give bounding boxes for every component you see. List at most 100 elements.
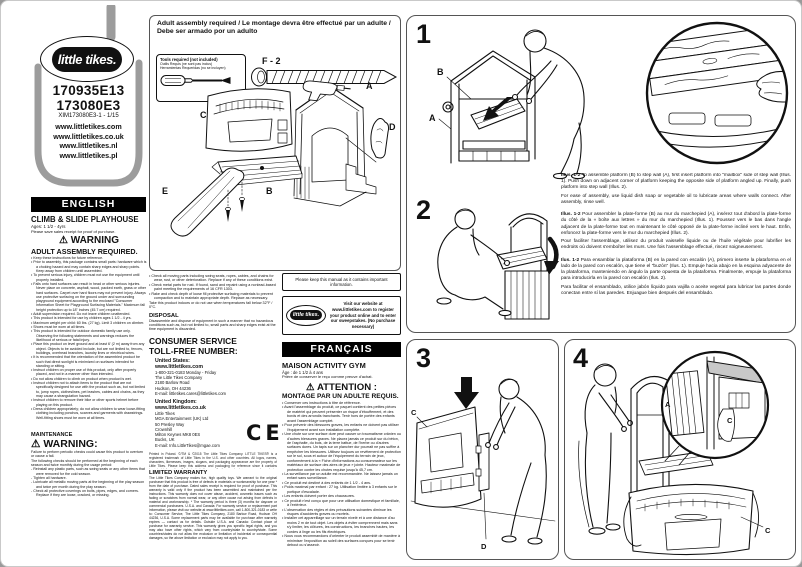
- logo-text: little tikes.: [51, 46, 123, 72]
- warning-icon: ⚠: [31, 438, 41, 450]
- indoors-note: Take this product indoors or do not use …: [149, 300, 273, 310]
- doc-code: XIM173080E3-1 - 1/15: [58, 113, 119, 119]
- safety-bullet: It is recommended that the orientation o…: [31, 355, 147, 368]
- label-c: C: [200, 110, 207, 120]
- safety-bullet: Dress children appropriately; do not all…: [31, 407, 147, 420]
- maintenance-bullet: Reinstall any plastic parts, such as swi…: [31, 467, 147, 476]
- part-d-rock: [370, 118, 390, 159]
- instruction-es-body: Para ensamblar la plataforma (B) en la p…: [561, 257, 791, 282]
- instruction-en-body: To assemble platform (B) to step wall (A…: [561, 173, 791, 191]
- uk-address-line: Bucks, UK: [155, 437, 175, 443]
- hardware-label: F - 2: [262, 56, 281, 66]
- uk-site: www.littletikes.co.uk: [155, 405, 206, 412]
- care-bullet: Check metal parts for rust. If found, sa…: [149, 283, 277, 292]
- adult-assembly-en: ADULT ASSEMBLY REQUIRED.: [31, 247, 138, 256]
- part-e-slide: [170, 167, 245, 237]
- label-a: A: [366, 81, 373, 91]
- french-bullet: La surveillance par un adulte est recomm…: [282, 472, 401, 481]
- warranty-title: LIMITED WARRANTY: [149, 469, 208, 476]
- notices-francais-column: Please keep this manual as it contains i…: [282, 273, 401, 555]
- label-c: C: [765, 526, 771, 535]
- website-promo-box: little tikes. Visit our website at www.l…: [282, 296, 401, 335]
- illus-lead-en: Illus. 1-2: [561, 173, 581, 178]
- label-c: C: [727, 416, 733, 425]
- ce-mark: CE: [246, 421, 284, 445]
- warning-word: WARNING: [70, 235, 120, 246]
- attention-heading-fr: ⚠ ATTENTION :: [282, 382, 401, 393]
- maintenance-bullet-list: Reinstall any plastic parts, such as swi…: [31, 467, 147, 497]
- uk-address-line: Little Tikes: [155, 411, 175, 417]
- warning-icon: ⚠: [58, 235, 68, 246]
- french-bullet: Pour prévenir des blessures graves, les …: [282, 423, 401, 432]
- care-bullet: Check all moving parts including swing s…: [149, 274, 277, 283]
- label-a: A: [665, 400, 671, 409]
- screwdriver-icon: [160, 75, 231, 86]
- screw-icon: [251, 67, 398, 87]
- label-c: C: [411, 408, 417, 417]
- maintenance-bullet: Lubricate all metallic moving parts at t…: [31, 480, 147, 489]
- product-title-fr: MAISON ACTIVITY GYM: [282, 360, 366, 370]
- model-number-2: 173080E3: [56, 98, 121, 113]
- safety-bullet: This product is intended for use by chil…: [31, 316, 147, 320]
- safety-bullet: Falls onto hard surfaces can result in h…: [31, 282, 147, 312]
- website-line: www.littletikes.pl: [59, 150, 118, 160]
- instruction-es-p1: Ilus. 1-2 Para ensamblar la plataforma (…: [561, 258, 791, 283]
- english-header: ENGLISH: [31, 197, 146, 212]
- safety-bullet: Maximum weight per child: 60 lbs. (27 kg…: [31, 321, 147, 325]
- instruction-es-p2: Para facilitar el ensamblado, utilice ja…: [561, 284, 791, 296]
- french-bullet: L'observation des règles et des précauti…: [282, 508, 401, 517]
- warning-heading-en: ⚠ WARNING: [31, 235, 147, 246]
- safety-bullet: Place this product on level ground and a…: [31, 342, 147, 355]
- tools-line-2: Outils Requis (ne sont pas inclus): [160, 62, 213, 66]
- french-bullet: Ce produit est destiné à des enfants de …: [282, 481, 401, 485]
- drill-icon: [302, 80, 351, 102]
- step-2-illustration: [436, 208, 559, 320]
- website-line: www.littletikes.nl: [59, 141, 118, 150]
- step-1-illustration: B A: [429, 29, 586, 180]
- maintenance-title: MAINTENANCE: [31, 432, 73, 438]
- safety-bullet: Shoes must be worn at all times.: [31, 325, 147, 329]
- logo-ring: little tikes.: [40, 36, 134, 82]
- consumer-service-title: CONSUMER SERVICE: [149, 335, 237, 346]
- safety-bullet: Do not allow children to climb on produc…: [31, 377, 147, 381]
- french-bullet: Avant l'assemblage du produit, ce paquet…: [282, 405, 401, 423]
- safety-bullet: Keep these instructions for future refer…: [31, 256, 147, 260]
- us-address-line: 2180 Barlow Road: [155, 380, 190, 386]
- instruction-en-p1: Illus. 1-2 To assemble platform (B) to s…: [561, 173, 791, 192]
- step-1-number: 1: [416, 19, 432, 49]
- product-title-en: CLIMB & SLIDE PLAYHOUSE: [31, 215, 139, 224]
- us-site: www.littletikes.com: [155, 363, 203, 370]
- warning-icon: ⚠: [306, 382, 315, 394]
- website-line: www.littletikes.co.uk: [53, 131, 124, 141]
- uk-address-line: MGA Entertainment (UK) Ltd: [155, 416, 209, 422]
- step-4-number: 4: [573, 343, 589, 373]
- safety-bullet-list: Keep these instructions for future refer…: [31, 256, 147, 430]
- maintenance-bullet: Tighten all hardware.: [31, 476, 147, 480]
- tools-required-box: Tools required (not included) Outils Req…: [156, 54, 246, 102]
- tools-line-3: Herramientas Requeridas (no se incluyen): [160, 66, 226, 70]
- maintenance-bullet: Check all protective coverings on bolts,…: [31, 489, 147, 498]
- label-d: D: [481, 542, 487, 551]
- model-number-1: 170935E13: [52, 83, 125, 98]
- step-3-number: 3: [416, 343, 432, 373]
- safety-bullet: To prevent serious injury, children must…: [31, 273, 147, 282]
- keep-manual-box: Please keep this manual as it contains i…: [282, 273, 401, 291]
- maintenance-section: MAINTENANCE ⚠ WARNING: Failure to perfor…: [31, 432, 147, 497]
- little-tikes-logo-small: little tikes.: [286, 304, 326, 326]
- instruction-fr-p2: Pour faciliter l'assemblage, utilisez du…: [561, 239, 791, 251]
- uk-address-line: Milton Keynes MK8 0ES: [155, 432, 201, 438]
- receipt-note-en: Please save sales receipt for proof of p…: [31, 229, 116, 234]
- website-promo-text: Visit our website at www.littletikes.com…: [329, 301, 397, 330]
- safety-bullet: Prior to assembly, this package contains…: [31, 260, 147, 273]
- care-bullet: Rake and check depth of loose fill prote…: [149, 292, 277, 301]
- maintenance-lines: Failure to perform periodic checks could…: [31, 450, 147, 467]
- step-instructions-text: Illus. 1-2 To assemble platform (B) to s…: [561, 173, 791, 329]
- little-tikes-logo: little tikes.: [40, 36, 134, 82]
- french-bullet: Ce produit n'est conçu que pour une util…: [282, 499, 401, 508]
- ages-fr: Âge : de 1 1/2 à 4 ans: [282, 369, 323, 375]
- uk-label: United Kingdom:: [155, 399, 197, 406]
- safety-bullet: Instruct children not to attach items to…: [31, 381, 147, 398]
- maintenance-line: Failure to perform periodic checks could…: [31, 450, 144, 459]
